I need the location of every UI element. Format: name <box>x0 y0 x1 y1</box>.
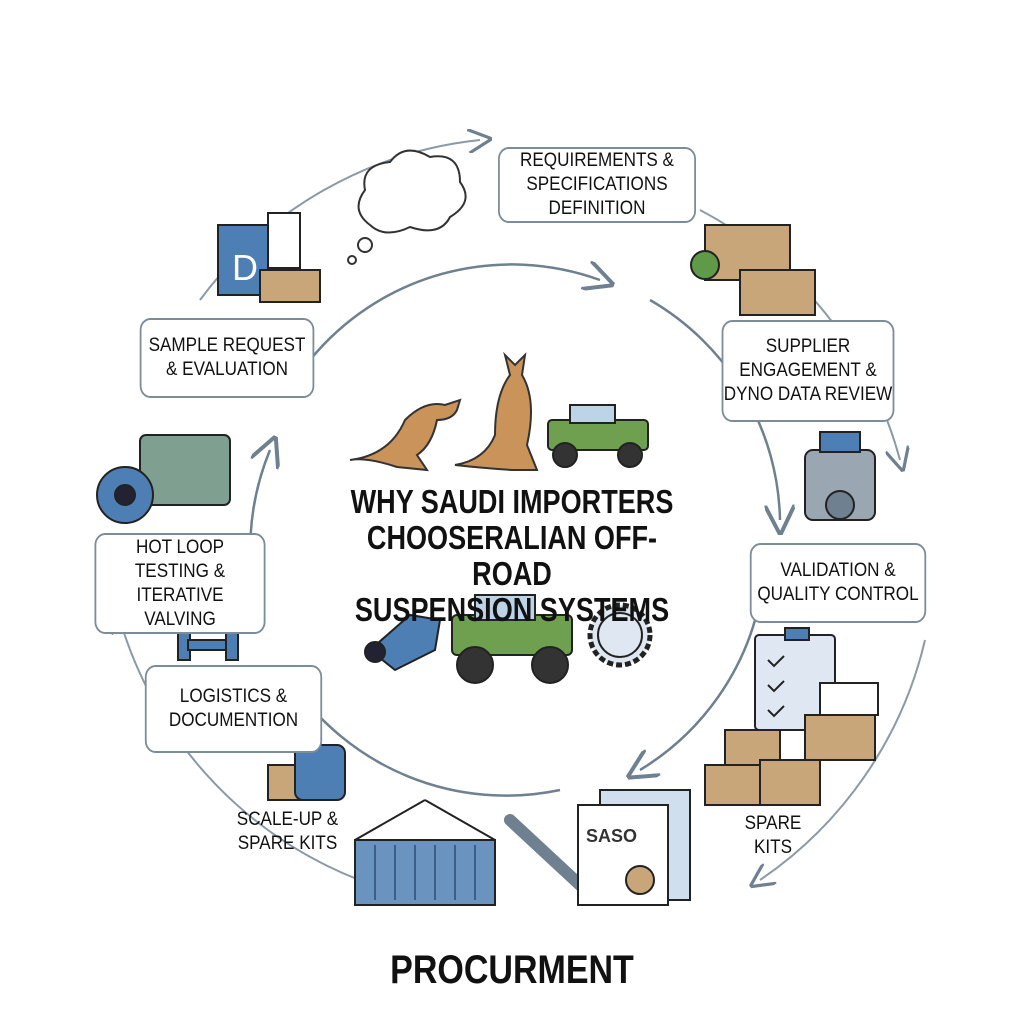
shock-part-icon <box>177 629 239 661</box>
shipping-container-icon <box>354 799 496 906</box>
step-scale-up: SCALE-UP & SPARE KITS <box>236 809 339 854</box>
center-title: WHY SAUDI IMPORTERS CHOOSERALIAN OFF-ROA… <box>350 483 674 628</box>
svg-text:D: D <box>232 247 258 288</box>
document-box-icon: D <box>217 212 321 303</box>
saso-label: SASO <box>586 826 638 846</box>
jeep-icon <box>451 594 573 684</box>
step-logistics: LOGISTICS & DOCUMENTION <box>144 665 323 753</box>
off-road-truck-icon <box>547 404 649 468</box>
wrench-icon <box>504 814 586 891</box>
motor-icon <box>96 434 231 524</box>
logistics-parts-icon <box>267 744 346 801</box>
thought-cloud-icon <box>347 149 467 265</box>
gear-icon <box>587 602 653 668</box>
kangaroo-icon <box>349 351 539 472</box>
shipping-boxes-icon <box>690 224 816 316</box>
step-supplier-engagement: SUPPLIER ENGAGEMENT & DYNO DATA REVIEW <box>721 320 895 422</box>
step-requirements: REQUIREMENTS & SPECIFICATIONS DEFINITION <box>498 147 696 223</box>
step-validation: VALIDATION & QUALITY CONTROL <box>749 543 927 623</box>
step-spare-kits: SPARE KITS <box>744 813 802 858</box>
footer-title: PROCURMENT <box>390 948 634 992</box>
suspension-part-icon <box>364 613 442 672</box>
saso-documents-icon <box>577 789 691 906</box>
spare-kit-boxes-icon <box>704 714 876 806</box>
step-hot-loop-testing: HOT LOOP TESTING & ITERATIVE VALVING <box>94 533 266 634</box>
step-sample-request: SAMPLE REQUEST & EVALUATION <box>139 318 315 398</box>
engine-icon <box>804 431 876 521</box>
